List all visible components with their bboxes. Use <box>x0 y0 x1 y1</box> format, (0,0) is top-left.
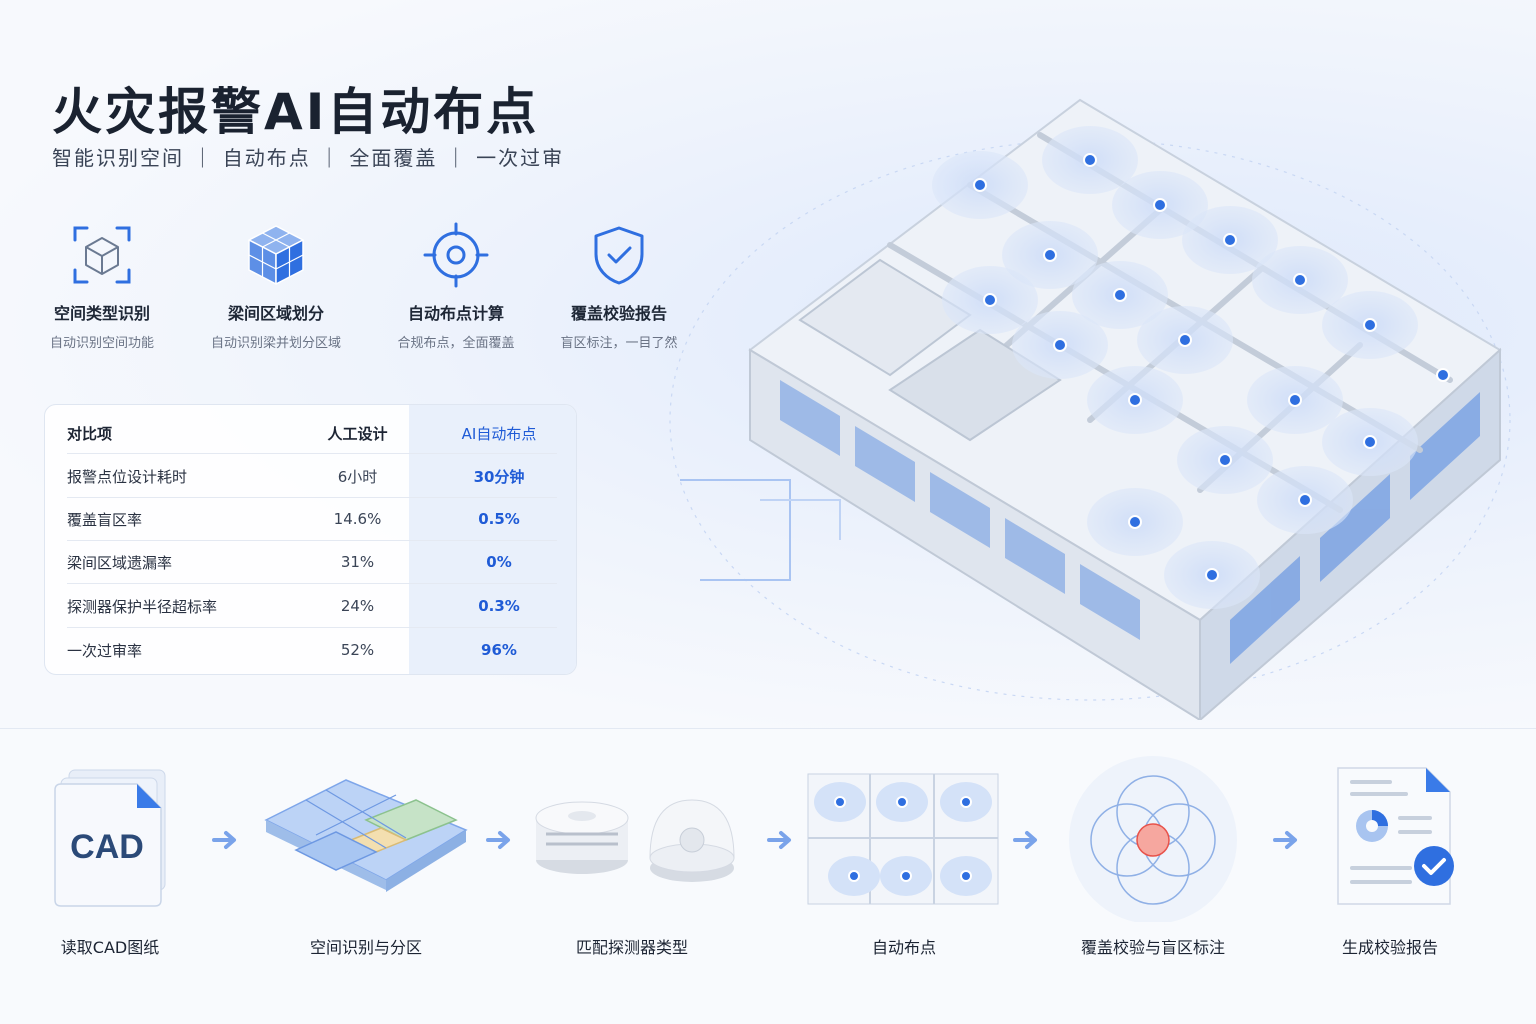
feature-space-type: 空间类型识别 自动识别空间功能 <box>17 220 187 351</box>
feature-desc: 自动识别空间功能 <box>49 336 154 351</box>
row-item: 梁间区域遗漏率 <box>67 553 173 572</box>
cube-scan-icon <box>73 226 131 284</box>
feature-desc: 自动识别梁并划分区域 <box>210 336 341 351</box>
report-check-icon <box>1337 767 1454 905</box>
feature-name: 自动布点计算 <box>407 304 504 323</box>
detector-layout-icon <box>807 773 999 905</box>
arrow-right-icon <box>486 831 510 849</box>
step-label: 自动布点 <box>871 938 936 957</box>
step-label: 覆盖校验与盲区标注 <box>1080 938 1225 957</box>
step-label: 匹配探测器类型 <box>575 938 688 957</box>
step-label: 空间识别与分区 <box>309 938 422 957</box>
page-subtitle: 智能识别空间 ｜ 自动布点 ｜ 全面覆盖 ｜ 一次过审 <box>52 146 565 170</box>
feature-coverage-report: 覆盖校验报告 盲区标注，一目了然 <box>534 220 704 351</box>
process-background <box>0 728 1536 1024</box>
feature-name: 梁间区域划分 <box>227 304 324 323</box>
smoke-detector-icon <box>535 799 735 882</box>
arrow-right-icon <box>212 831 236 849</box>
comparison-table: 对比项 人工设计 AI自动布点 报警点位设计耗时 6小时 30分钟 覆盖盲区率 … <box>44 404 577 675</box>
arrow-right-icon <box>1013 831 1037 849</box>
header-ai: AI自动布点 <box>461 424 537 443</box>
row-item: 覆盖盲区率 <box>67 510 143 529</box>
row-manual: 31% <box>340 553 375 571</box>
table-row: 探测器保护半径超标率 24% 0.3% <box>45 584 576 628</box>
arrow-right-icon <box>1273 831 1297 849</box>
cube-grid-icon <box>248 225 304 285</box>
row-ai: 0% <box>486 553 512 571</box>
feature-beam-zone: 梁间区域划分 自动识别梁并划分区域 <box>191 220 361 351</box>
table-row: 报警点位设计耗时 6小时 30分钟 <box>45 454 576 498</box>
row-ai: 0.3% <box>478 597 520 615</box>
step-label: 读取CAD图纸 <box>60 938 160 957</box>
feature-desc: 合规布点，全面覆盖 <box>397 336 515 351</box>
row-item: 探测器保护半径超标率 <box>67 597 218 616</box>
page-title: 火灾报警AI自动布点 <box>52 83 540 141</box>
table-row: 覆盖盲区率 14.6% 0.5% <box>45 497 576 541</box>
shield-check-icon <box>594 226 644 285</box>
coverage-circles-icon <box>1069 756 1237 922</box>
arrow-right-icon <box>767 831 791 849</box>
row-ai: 0.5% <box>478 510 520 528</box>
header-manual: 人工设计 <box>327 424 388 443</box>
feature-name: 空间类型识别 <box>53 304 150 323</box>
target-icon <box>423 222 489 288</box>
feature-auto-layout: 自动布点计算 合规布点，全面覆盖 <box>371 220 541 351</box>
cad-document-icon: CAD <box>54 769 166 907</box>
feature-name: 覆盖校验报告 <box>570 304 667 323</box>
row-manual: 52% <box>340 641 375 659</box>
row-manual: 24% <box>340 597 375 615</box>
row-ai: 96% <box>481 641 517 659</box>
cad-label: CAD <box>70 828 144 866</box>
row-item: 一次过审率 <box>67 641 143 660</box>
ai-column-highlight <box>409 405 576 674</box>
row-manual: 14.6% <box>333 510 382 528</box>
step-label: 生成校验报告 <box>1341 938 1438 957</box>
row-ai: 30分钟 <box>473 467 525 486</box>
zoned-floorplan-icon <box>264 779 468 892</box>
row-manual: 6小时 <box>337 467 378 486</box>
table-header: 对比项 人工设计 AI自动布点 <box>45 411 576 455</box>
table-row: 一次过审率 52% 96% <box>45 628 576 672</box>
feature-desc: 盲区标注，一目了然 <box>560 336 678 351</box>
header-item: 对比项 <box>67 424 113 443</box>
table-row: 梁间区域遗漏率 31% 0% <box>45 540 576 584</box>
row-item: 报警点位设计耗时 <box>67 467 188 486</box>
building-illustration <box>669 98 1511 720</box>
